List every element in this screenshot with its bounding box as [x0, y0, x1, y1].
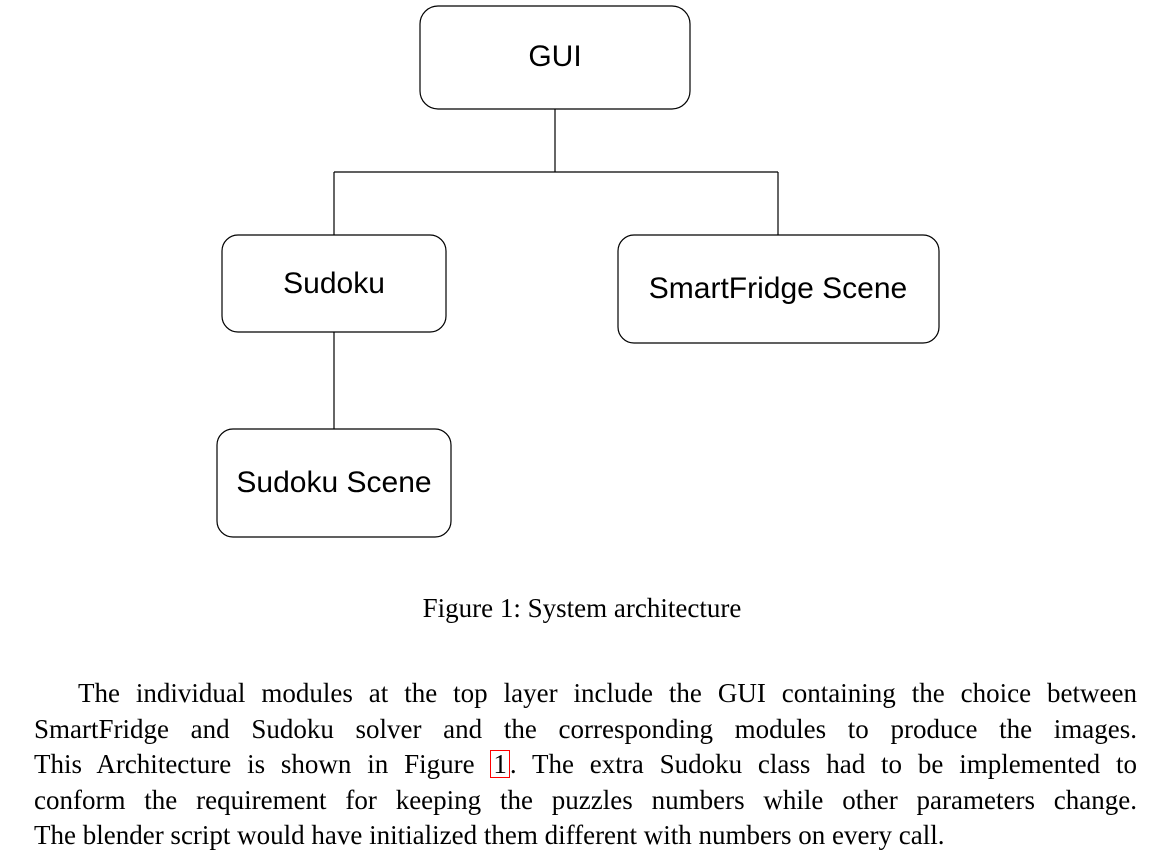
node-sudoku-scene: Sudoku Scene — [216, 428, 452, 538]
figure-reference-link[interactable]: 1 — [490, 750, 510, 778]
paragraph-line: The individual modules at the top layer … — [78, 678, 1137, 708]
node-smartfridge-scene: SmartFridge Scene — [617, 234, 940, 344]
node-sudoku-scene-label: Sudoku Scene — [236, 466, 431, 499]
paragraph-line: The blender script would have initialize… — [34, 820, 945, 850]
node-smartfridge-scene-label: SmartFridge Scene — [649, 272, 907, 305]
figure-caption: Figure 1: System architecture — [422, 593, 742, 623]
paragraph-line: This Architecture is shown in Figure 1. … — [34, 747, 1137, 783]
node-gui-label: GUI — [528, 40, 581, 73]
body-paragraph: The individual modules at the top layer … — [34, 676, 1137, 854]
paragraph-text: This Architecture is shown in Figure — [34, 749, 491, 779]
architecture-diagram: GUI Sudoku SmartFridge Scene Sudoku Scen… — [216, 5, 940, 538]
node-sudoku: Sudoku — [221, 234, 447, 333]
paragraph-text: . The extra Sudoku class had to be imple… — [509, 749, 1137, 779]
paragraph-line: SmartFridge and Sudoku solver and the co… — [34, 713, 1137, 744]
node-gui: GUI — [419, 5, 691, 110]
node-sudoku-label: Sudoku — [283, 267, 385, 300]
paragraph-line: conform the requirement for keeping the … — [34, 784, 1137, 815]
